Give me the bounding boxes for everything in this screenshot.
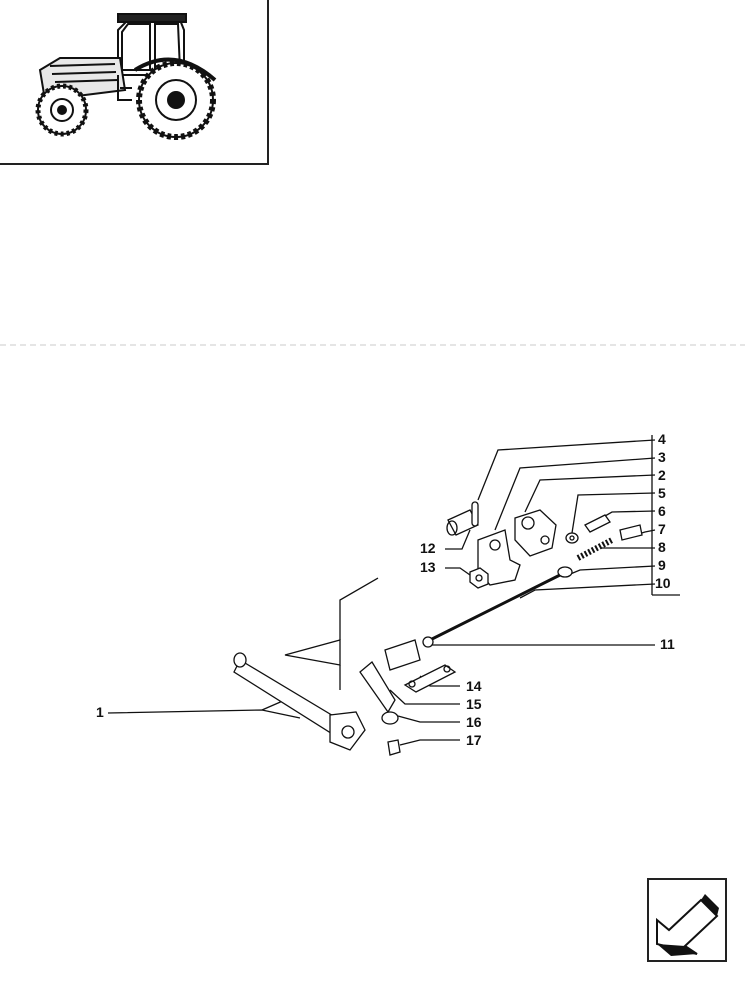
- callout-16: 16: [466, 714, 482, 730]
- tractor-icon: [35, 13, 217, 140]
- callout-8: 8: [658, 539, 666, 555]
- callout-2: 2: [658, 467, 666, 483]
- callout-17: 17: [466, 732, 482, 748]
- callout-7: 7: [658, 521, 666, 537]
- callout-5: 5: [658, 485, 666, 501]
- callout-12: 12: [420, 540, 436, 556]
- callout-15: 15: [466, 696, 482, 712]
- callout-11: 11: [660, 636, 675, 652]
- back-arrow-icon: [656, 894, 719, 956]
- callout-6: 6: [658, 503, 666, 519]
- callout-4: 4: [658, 431, 666, 447]
- tractor-thumbnail-frame: [0, 0, 269, 165]
- callout-10: 10: [655, 575, 671, 591]
- back-navigation-button[interactable]: [647, 878, 727, 962]
- callout-14: 14: [466, 678, 482, 694]
- callout-9: 9: [658, 557, 666, 573]
- callout-1: 1: [96, 704, 104, 720]
- callout-13: 13: [420, 559, 436, 575]
- callout-3: 3: [658, 449, 666, 465]
